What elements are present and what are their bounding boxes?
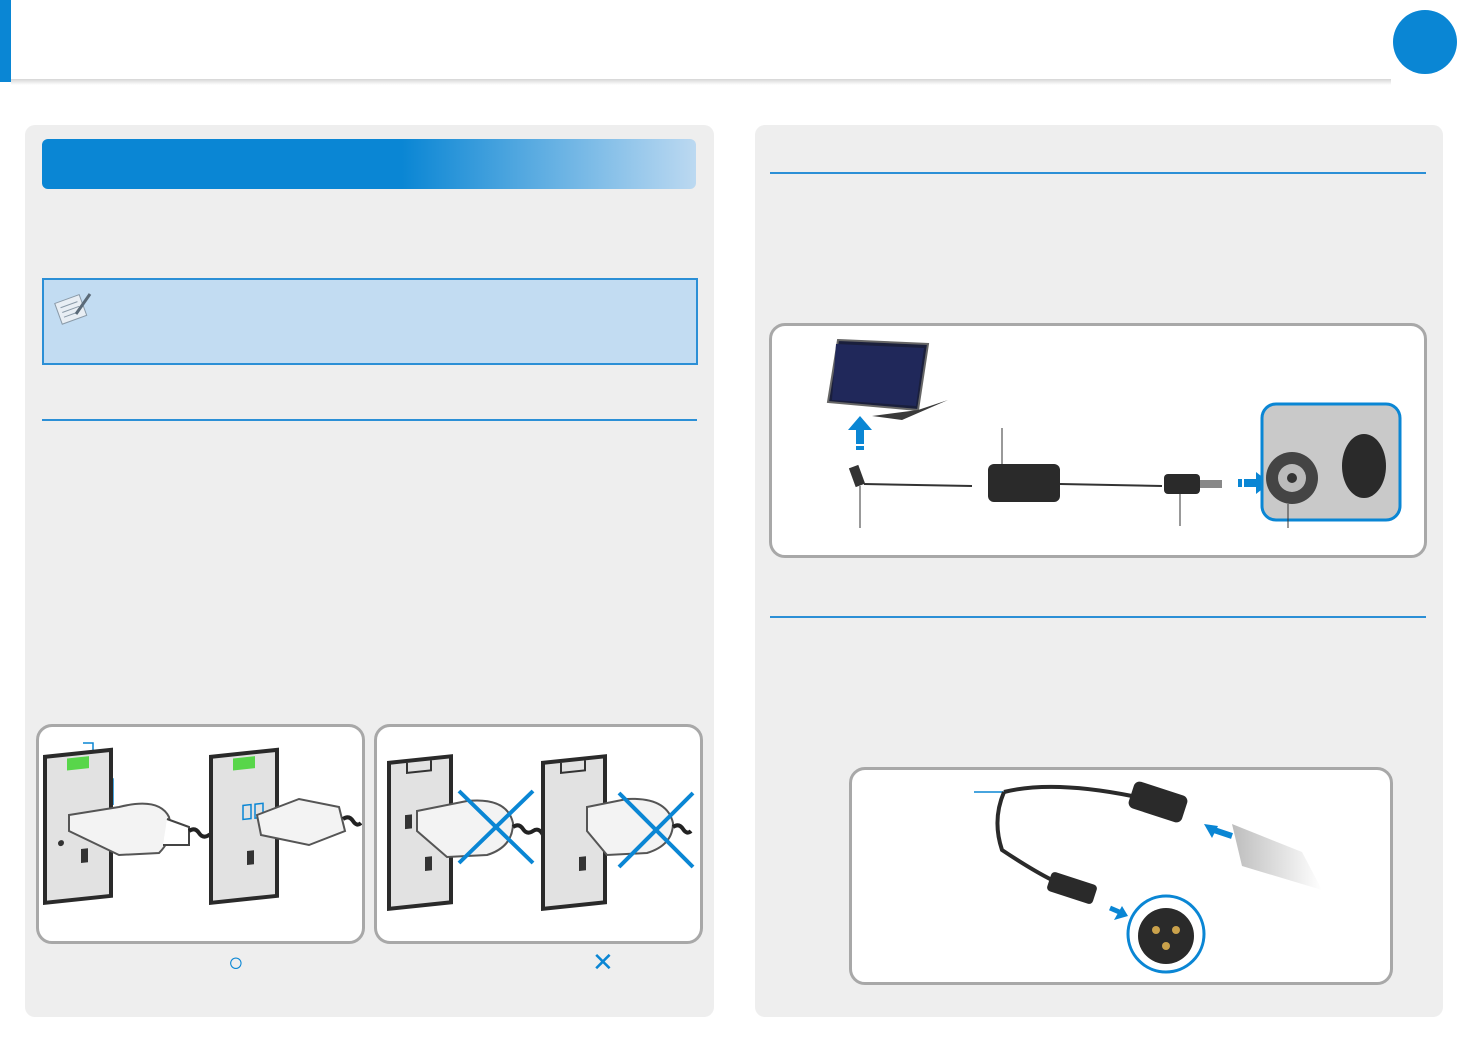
section-title-bar [42, 139, 696, 189]
cable-connector-icon [974, 781, 1322, 974]
figure-airplane-cable [849, 767, 1393, 985]
figure-incorrect-plug [374, 724, 703, 944]
page-number-badge [1393, 10, 1457, 74]
header-accent-bar [0, 0, 11, 82]
left-section-divider [42, 419, 697, 421]
laptop-icon [826, 338, 948, 420]
outlet-incorrect-illustration [387, 754, 695, 911]
note-box [42, 278, 698, 365]
outlet-correct-illustration [43, 742, 362, 905]
car-adapter-illustration [826, 338, 1402, 528]
right-section-divider-bottom [770, 616, 1426, 618]
incorrect-mark-symbol: ✕ [592, 947, 614, 977]
right-section-divider-top [770, 172, 1426, 174]
header-divider [11, 79, 1391, 85]
figure-car-adapter [769, 323, 1427, 558]
correct-mark-symbol: ○ [228, 947, 244, 977]
memo-pencil-icon [54, 290, 94, 328]
figure-correct-plug [36, 724, 365, 944]
